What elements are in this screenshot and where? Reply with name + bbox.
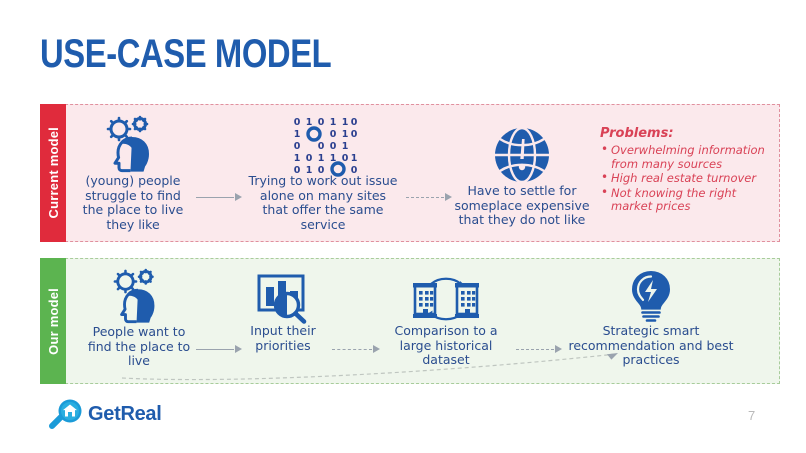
svg-text:0: 0 (306, 153, 313, 164)
svg-text:1: 1 (294, 129, 301, 140)
our-step-2: Input their priorities (236, 268, 330, 353)
arrow-current-2 (406, 192, 452, 202)
current-model-tab: Current model (40, 104, 66, 242)
problems-item: Overwhelming information from many sourc… (600, 143, 772, 171)
current-step-3-caption: Have to settle for someplace expensive t… (454, 183, 590, 227)
problems-heading: Problems: (600, 126, 674, 141)
globe-alert-icon (448, 118, 596, 184)
current-step-3: Have to settle for someplace expensive t… (448, 118, 596, 228)
svg-text:0: 0 (294, 117, 301, 128)
page-number: 7 (748, 408, 756, 423)
current-step-2-caption: Trying to work out issue alone on many s… (248, 173, 398, 232)
svg-text:1: 1 (342, 141, 349, 152)
svg-text:0: 0 (351, 165, 358, 176)
current-model-tab-label: Current model (45, 127, 61, 219)
svg-text:0: 0 (318, 141, 325, 152)
svg-text:0: 0 (318, 117, 325, 128)
our-step-1-caption: People want to find the place to live (87, 324, 191, 368)
svg-text:0: 0 (351, 117, 358, 128)
feedback-loop-arrow (121, 353, 618, 381)
problems-block: Problems: Overwhelming information from … (600, 126, 772, 215)
svg-text:0: 0 (294, 165, 301, 176)
our-step-4: Strategic smart recommendation and best … (556, 266, 746, 368)
current-step-1: (young) people struggle to find the plac… (78, 112, 188, 232)
lightbulb-idea-icon (556, 266, 746, 324)
problems-item: High real estate turnover (600, 171, 772, 186)
problems-list: Overwhelming information from many sourc… (600, 143, 772, 214)
svg-text:1: 1 (351, 153, 358, 164)
arrow-current-1 (196, 192, 242, 202)
svg-text:1: 1 (342, 117, 349, 128)
page-title: USE-CASE MODEL (40, 32, 332, 76)
svg-text:0: 0 (318, 165, 325, 176)
svg-text:1: 1 (294, 153, 301, 164)
svg-text:1: 1 (306, 165, 313, 176)
magnifier-house-icon (48, 398, 84, 430)
svg-text:0: 0 (330, 129, 337, 140)
arrow-our-3 (516, 344, 562, 354)
bar-chart-magnifier-icon (236, 268, 330, 324)
brand-name: GetReal (88, 402, 162, 425)
svg-text:1: 1 (306, 117, 313, 128)
svg-text:0: 0 (294, 141, 301, 152)
head-with-gears-icon (78, 112, 188, 174)
svg-text:0: 0 (330, 141, 337, 152)
buildings-compare-icon (382, 268, 510, 324)
brand-logo: GetReal (48, 398, 162, 430)
our-model-tab-label: Our model (45, 287, 61, 355)
current-step-1-caption: (young) people struggle to find the plac… (82, 173, 184, 232)
svg-text:1: 1 (330, 117, 337, 128)
our-model-tab: Our model (40, 258, 66, 384)
our-model-row: Our model (40, 258, 780, 384)
arrow-our-1 (196, 344, 242, 354)
head-with-gears-icon (84, 265, 194, 325)
svg-text:1: 1 (318, 153, 325, 164)
our-step-3: Comparison to a large historical dataset (382, 268, 510, 368)
svg-text:0: 0 (351, 129, 358, 140)
our-step-2-caption: Input their priorities (250, 323, 316, 353)
svg-text:1: 1 (330, 153, 337, 164)
svg-text:0: 0 (342, 153, 349, 164)
problems-item: Not knowing the right market prices (600, 186, 772, 214)
our-step-3-caption: Comparison to a large historical dataset (394, 323, 498, 367)
svg-text:1: 1 (342, 129, 349, 140)
our-step-1: People want to find the place to live (84, 265, 194, 369)
our-step-4-caption: Strategic smart recommendation and best … (568, 323, 734, 367)
arrow-our-2 (332, 344, 380, 354)
